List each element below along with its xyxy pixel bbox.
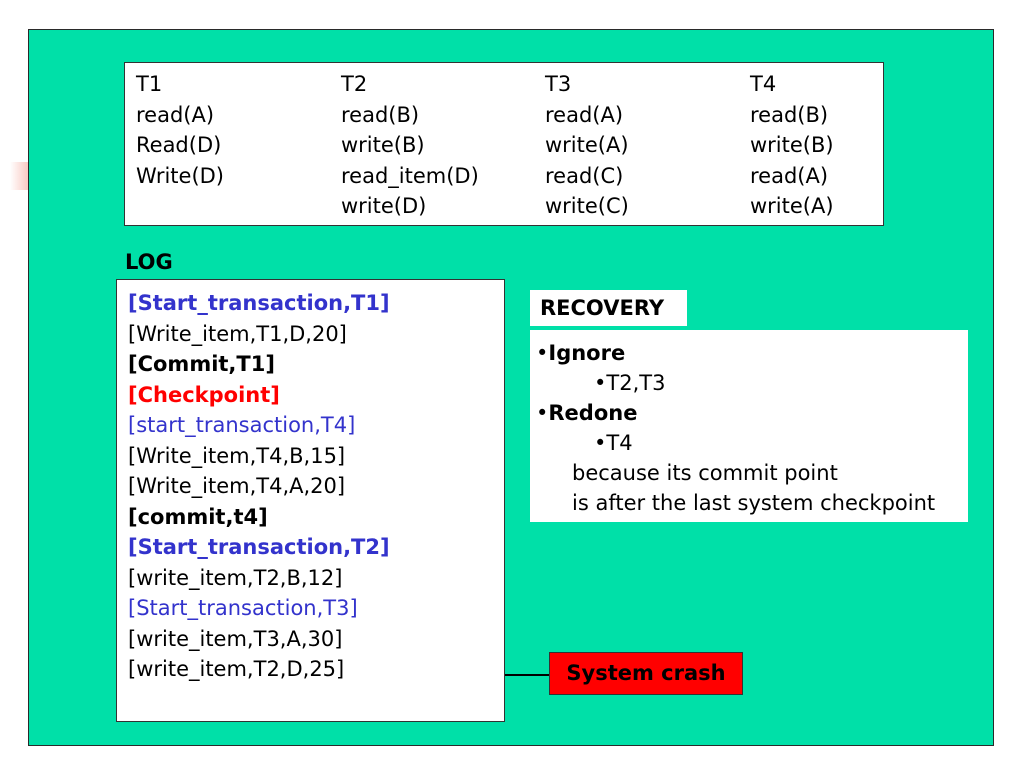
transaction-op: read(A) xyxy=(136,102,215,127)
log-entry: [commit,t4] xyxy=(128,504,268,529)
log-entry: [write_item,T2,B,12] xyxy=(128,565,343,590)
transaction-op: read(B) xyxy=(750,102,829,127)
log-entry: [Write_item,T4,A,20] xyxy=(128,474,346,498)
transactions-table: T1 read(A) Read(D) Write(D) T2 read(B) w… xyxy=(124,62,884,226)
log-entry: [Commit,T1] xyxy=(128,352,275,376)
transaction-column-t3: T3 read(A) write(A) read(C) write(C) xyxy=(545,69,629,222)
system-crash-label: System crash xyxy=(549,652,743,695)
transaction-op: write(A) xyxy=(750,194,834,218)
recovery-panel: •Ignore •T2,T3 •Redone •T4 because its c… xyxy=(530,330,968,522)
bullet: • xyxy=(536,341,549,365)
recovery-redone-item: •T4 xyxy=(594,431,633,455)
recovery-reason-line: is after the last system checkpoint xyxy=(572,491,936,515)
transaction-header: T3 xyxy=(545,72,572,96)
log-entry-checkpoint: [Checkpoint] xyxy=(128,382,280,407)
recovery-redone-heading: •Redone xyxy=(536,398,968,428)
transaction-header: T2 xyxy=(341,72,368,96)
transaction-op: write(B) xyxy=(341,133,425,157)
transaction-header: T1 xyxy=(136,72,163,96)
log-entry: [Start_transaction,T3] xyxy=(128,596,358,620)
transaction-op xyxy=(136,191,224,222)
transaction-op: write(C) xyxy=(545,194,629,218)
transaction-column-t1: T1 read(A) Read(D) Write(D) xyxy=(136,69,224,222)
log-entry: [Write_item,T1,D,20] xyxy=(128,321,347,346)
log-entry: [Start_transaction,T2] xyxy=(128,535,390,559)
transaction-op: Read(D) xyxy=(136,133,222,157)
transaction-op: write(B) xyxy=(750,133,834,157)
transaction-op: Write(D) xyxy=(136,163,224,188)
recovery-label: RECOVERY xyxy=(530,290,687,326)
transaction-op: write(D) xyxy=(341,194,427,218)
bullet: • xyxy=(536,401,549,425)
redone-label: Redone xyxy=(548,401,638,425)
log-entry: [Write_item,T4,B,15] xyxy=(128,443,346,468)
transaction-op: write(A) xyxy=(545,133,629,157)
recovery-ignore-item: •T2,T3 xyxy=(594,371,666,395)
ignore-label: Ignore xyxy=(548,341,626,365)
log-entry: [start_transaction,T4] xyxy=(128,413,356,437)
transaction-op: read_item(D) xyxy=(341,163,479,188)
log-list: [Start_transaction,T1] [Write_item,T1,D,… xyxy=(116,279,505,722)
transaction-op: read(A) xyxy=(545,102,624,127)
transaction-op: read(A) xyxy=(750,163,829,188)
recovery-ignore-heading: •Ignore xyxy=(536,338,968,368)
transaction-column-t4: T4 read(B) write(B) read(A) write(A) xyxy=(750,69,834,222)
log-entry: [Start_transaction,T1] xyxy=(128,291,390,315)
recovery-reason-line: because its commit point xyxy=(572,461,838,485)
transaction-op: read(C) xyxy=(545,163,624,188)
log-entry: [write_item,T3,A,30] xyxy=(128,626,343,651)
transaction-op: read(B) xyxy=(341,102,420,127)
transaction-column-t2: T2 read(B) write(B) read_item(D) write(D… xyxy=(341,69,479,222)
transaction-header: T4 xyxy=(750,72,777,96)
decorative-accent-bar xyxy=(10,162,28,190)
crash-connector-line xyxy=(505,674,550,676)
log-title: LOG xyxy=(125,250,173,274)
log-entry: [write_item,T2,D,25] xyxy=(128,657,345,681)
